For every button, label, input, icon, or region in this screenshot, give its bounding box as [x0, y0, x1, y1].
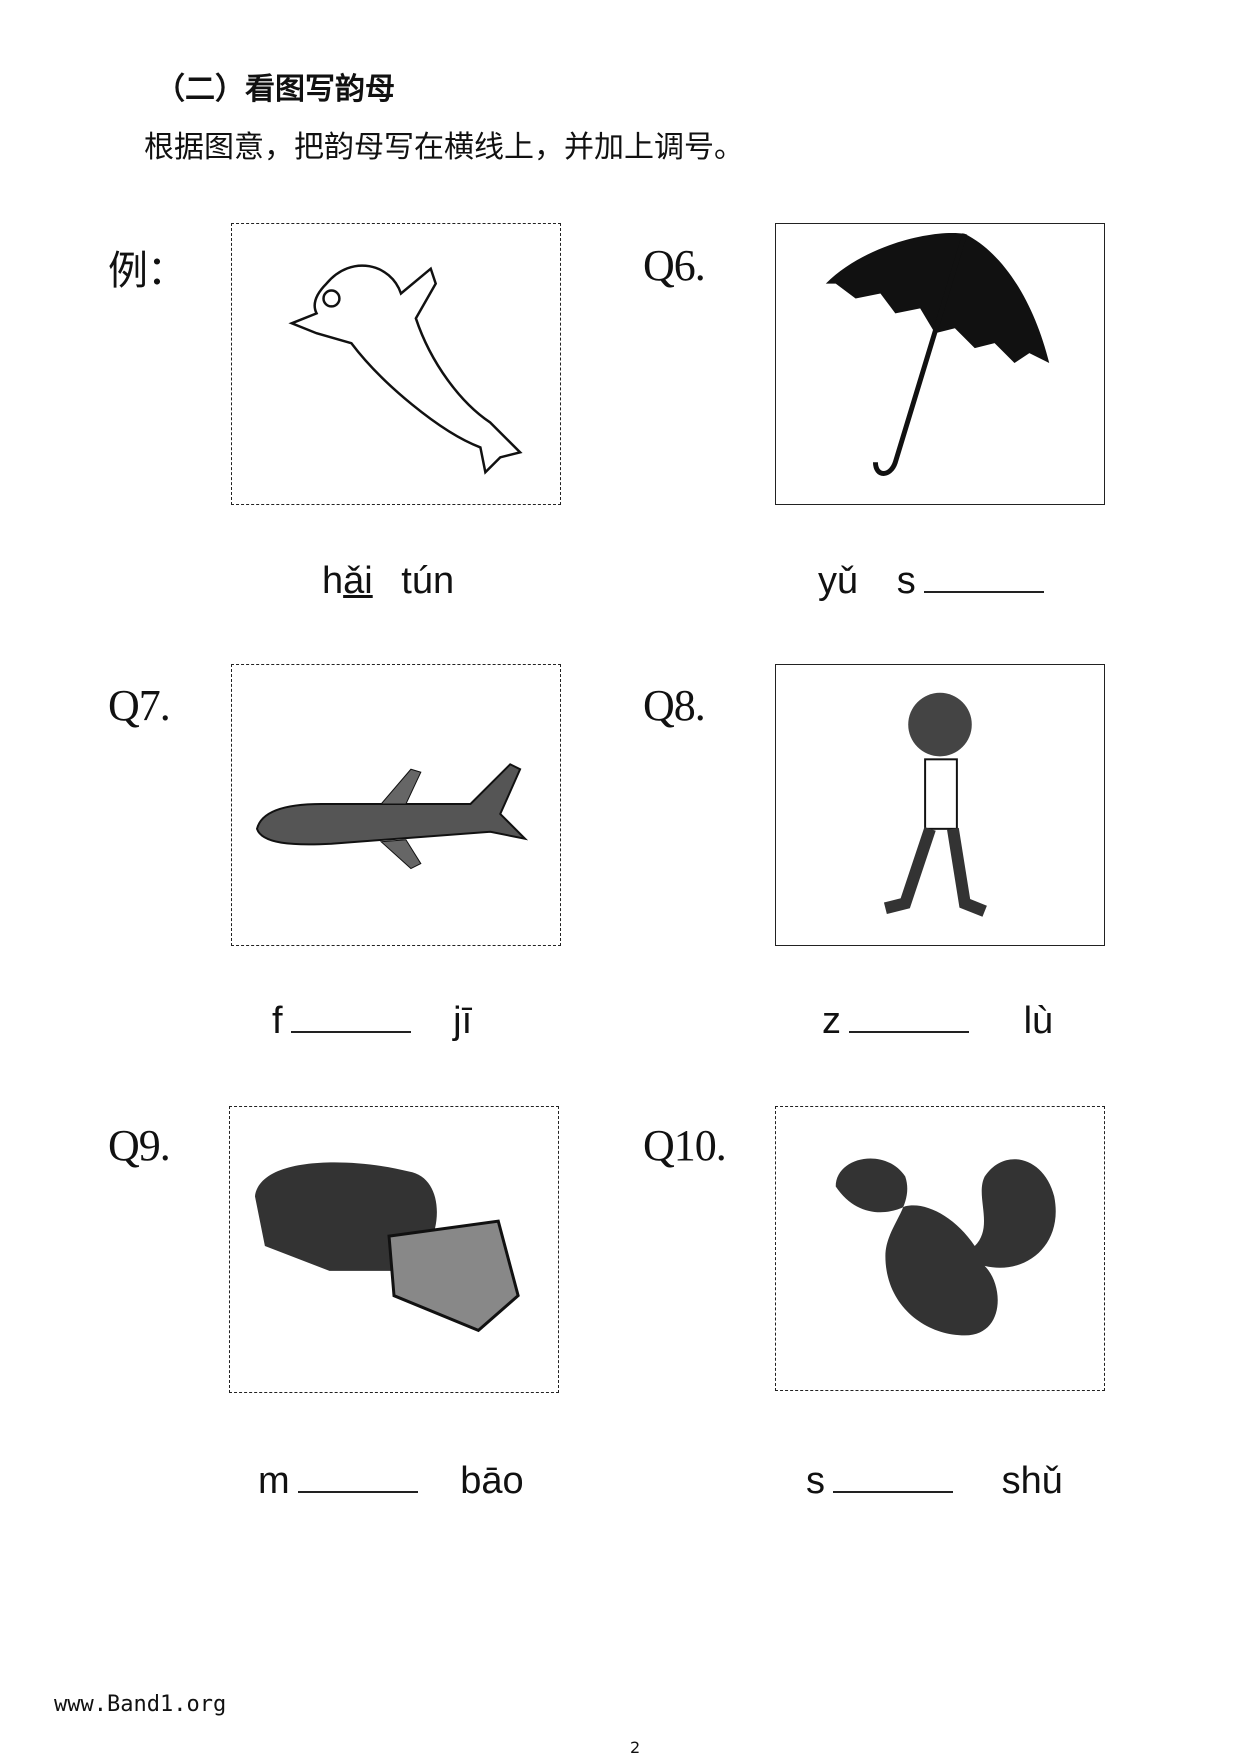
pinyin-second: lù: [1023, 1000, 1054, 1042]
question-label-q9: Q9.: [108, 1121, 171, 1170]
page-number: 2: [630, 1738, 641, 1757]
umbrella-icon: [825, 233, 1050, 476]
bread-icon: [254, 1162, 520, 1333]
walking-boy-icon: [883, 692, 987, 917]
pinyin-first: yǔ: [818, 560, 859, 602]
pinyin-q7: f jī: [272, 1000, 472, 1043]
pinyin-q9: m bāo: [258, 1460, 524, 1503]
dolphin-picture: [231, 223, 561, 505]
walking-boy-picture: [775, 664, 1105, 946]
pinyin-initial: z: [822, 1000, 841, 1042]
answer-blank[interactable]: [849, 1001, 969, 1033]
squirrel-icon: [835, 1158, 1056, 1336]
question-label-q7: Q7.: [108, 681, 171, 730]
pinyin-q8: z lù: [822, 1000, 1053, 1043]
pinyin-initial: h: [322, 560, 344, 602]
question-label-q8: Q8.: [643, 681, 706, 730]
pinyin-example: hǎi tún: [322, 560, 454, 603]
answer-blank[interactable]: [290, 1001, 411, 1033]
airplane-picture: [231, 664, 561, 946]
answer-blank[interactable]: [923, 561, 1044, 593]
section-title: （二）看图写韵母: [155, 72, 395, 107]
pinyin-second: tún: [401, 560, 455, 602]
question-label-q6: Q6.: [643, 241, 706, 290]
pinyin-q6: yǔ s: [818, 560, 1052, 603]
answer-blank[interactable]: [297, 1461, 418, 1493]
umbrella-picture: [775, 223, 1105, 505]
pinyin-second: shǔ: [1001, 1460, 1063, 1502]
squirrel-picture: [775, 1106, 1105, 1391]
pinyin-initial: s: [896, 560, 916, 602]
question-label-q10: Q10.: [643, 1121, 727, 1170]
airplane-icon: [255, 763, 529, 870]
pinyin-final-answer: ǎi: [343, 560, 373, 602]
bread-picture: [229, 1106, 559, 1393]
website-footer: www.Band1.org: [54, 1692, 227, 1717]
pinyin-initial: s: [806, 1460, 825, 1502]
answer-blank[interactable]: [833, 1461, 953, 1493]
pinyin-initial: m: [258, 1460, 290, 1502]
example-label: 例：: [108, 248, 187, 294]
pinyin-q10: s shǔ: [806, 1460, 1063, 1503]
dolphin-icon: [288, 264, 523, 475]
pinyin-second: bāo: [460, 1460, 524, 1502]
instruction-text: 根据图意，把韵母写在横线上，并加上调号。: [144, 130, 744, 165]
pinyin-second: jī: [453, 1000, 473, 1042]
pinyin-initial: f: [272, 1000, 283, 1042]
